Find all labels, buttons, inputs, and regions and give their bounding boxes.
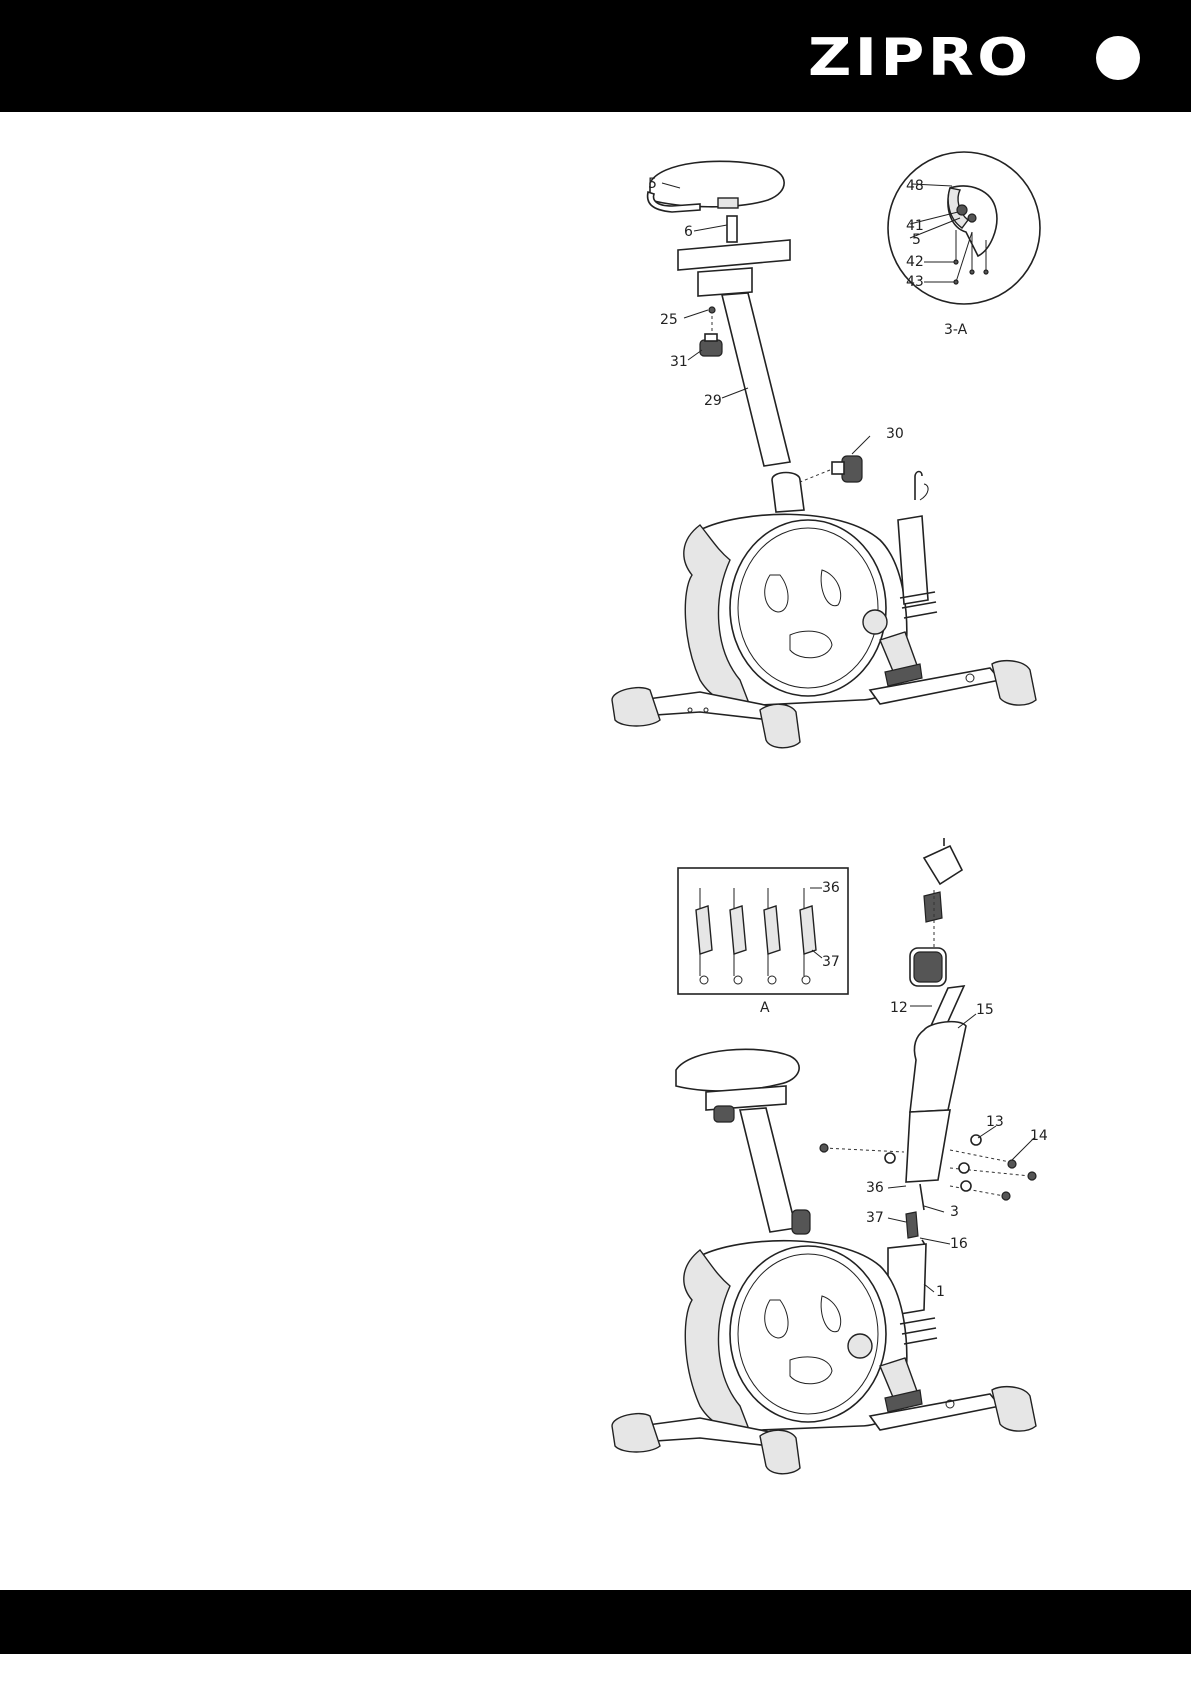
label-31: 31 [670,354,688,370]
label-16: 16 [950,1236,968,1252]
detail-3a: 48 41 5 42 43 3-A [888,152,1040,338]
label-36: 36 [866,1180,884,1196]
handlebar-post [906,1110,950,1182]
detail-label-48: 48 [906,178,924,194]
diagram-seat-assembly: 5 6 25 31 29 30 48 41 5 [612,152,1040,748]
detail-box-a: 36 37 A [678,868,848,1016]
label-13: 13 [986,1114,1004,1130]
label-12: 12 [890,1000,908,1016]
label-5: 5 [648,176,657,192]
label-6: 6 [684,224,693,240]
detail-label-42: 42 [906,254,924,270]
knob-30 [832,456,862,482]
detail-a-label-37: 37 [822,954,840,970]
detail-label-5: 5 [912,232,921,248]
handlebar-top-parts [910,838,962,986]
detail-label-43: 43 [906,274,924,290]
label-3: 3 [950,1204,959,1220]
label-15: 15 [976,1002,994,1018]
post-cover [910,1022,966,1112]
seat-part [648,161,785,212]
detail-a-label-36: 36 [822,880,840,896]
knob-31 [700,334,722,356]
seat-post [722,293,790,466]
label-29: 29 [704,393,722,409]
diagram-handlebar-assembly: 36 37 A [612,838,1048,1474]
label-25: 25 [660,312,678,328]
bike-frame-1 [612,472,1036,748]
label-37: 37 [866,1210,884,1226]
seat-slider [678,240,790,296]
label-1: 1 [936,1284,945,1300]
bike-frame-2 [612,1241,1036,1474]
label-30: 30 [886,426,904,442]
washer [709,307,715,313]
footer-bar [0,1590,1191,1654]
label-14: 14 [1030,1128,1048,1144]
detail-title-3a: 3-A [944,322,968,338]
seat-bolt [727,216,737,242]
seat-part-2 [676,1049,810,1234]
detail-title-a: A [760,1000,770,1016]
